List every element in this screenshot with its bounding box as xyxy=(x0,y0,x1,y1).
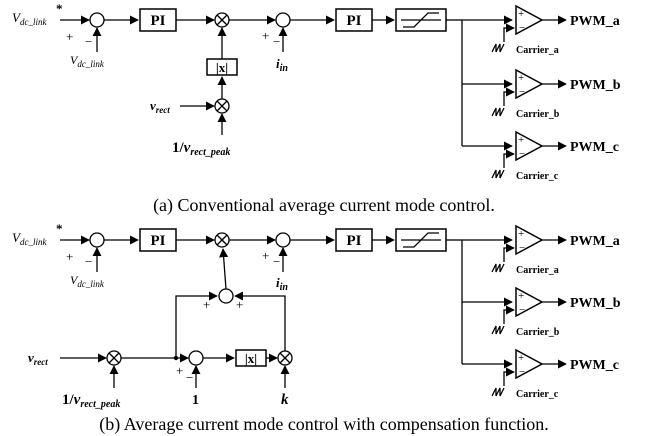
comparator-stages: +−PWM_aCarrier_a+−PWM_bCarrier_b+−PWM_cC… xyxy=(446,4,621,400)
comparator-plus-sign: + xyxy=(518,352,524,364)
carrier-sawtooth-icon xyxy=(491,263,505,273)
comparator-minus-sign: − xyxy=(519,304,525,316)
carrier-label: Carrier_a xyxy=(516,265,559,276)
carrier-sawtooth-icon xyxy=(491,107,505,117)
sign-plus: + xyxy=(236,297,243,312)
sign-plus: + xyxy=(262,28,269,43)
v-rect-label: vrect xyxy=(150,98,170,115)
carrier-sawtooth-icon xyxy=(491,325,505,335)
carrier-label: Carrier_c xyxy=(516,171,559,182)
vdc-link-feedback-label: Vdc_link xyxy=(70,53,105,69)
pwm-output-label: PWM_a xyxy=(570,14,620,29)
pwm-output-label: PWM_b xyxy=(570,296,621,311)
comparator-minus-sign: − xyxy=(519,86,525,98)
comparator xyxy=(515,4,544,36)
comparator-plus-sign: + xyxy=(518,290,524,302)
multiplier-k xyxy=(277,350,293,366)
pwm-output-label: PWM_b xyxy=(570,78,621,93)
carrier-label: Carrier_a xyxy=(516,45,559,56)
vdc-link-ref-label: Vdc_link xyxy=(12,10,47,27)
inv-rect-peak-label: 1/vrect_peak xyxy=(172,140,230,158)
i-in-label: iin xyxy=(276,56,288,74)
comparator xyxy=(515,348,544,380)
sign-minus: − xyxy=(85,34,92,49)
diagram-a: Vdc_link * + − Vdc_link PI |x| vrect 1/v… xyxy=(12,1,447,158)
comparator xyxy=(515,130,544,162)
comparator-minus-sign: − xyxy=(519,366,525,378)
v-rect-label: vrect xyxy=(28,350,48,367)
caption-a: (a) Conventional average current mode co… xyxy=(153,195,495,216)
comparator xyxy=(515,68,544,100)
sign-plus: + xyxy=(66,29,73,44)
constant-one-label: 1 xyxy=(192,393,199,408)
carrier-sawtooth-icon xyxy=(491,387,505,397)
compensation-summing-junction xyxy=(218,288,234,304)
comparator-minus-sign: − xyxy=(519,148,525,160)
sign-plus: + xyxy=(203,297,210,312)
carrier-sawtooth-icon xyxy=(491,43,505,53)
sign-minus: − xyxy=(273,254,280,269)
carrier-label: Carrier_b xyxy=(516,109,560,120)
comparator xyxy=(515,286,544,318)
abs-label: |x| xyxy=(216,60,228,75)
comparator-plus-sign: + xyxy=(518,228,524,240)
pwm-output-label: PWM_c xyxy=(570,358,619,373)
comparator-plus-sign: + xyxy=(518,134,524,146)
pi-label: PI xyxy=(151,233,166,249)
sign-minus: − xyxy=(273,34,280,49)
comparator-minus-sign: − xyxy=(519,242,525,254)
pi-label: PI xyxy=(151,13,166,29)
k-gain-label: k xyxy=(281,392,289,408)
i-in-label: iin xyxy=(276,275,288,293)
pi-label: PI xyxy=(347,13,362,29)
summing-junction-current xyxy=(275,12,291,28)
sign-plus: + xyxy=(66,249,73,264)
pi-label: PI xyxy=(347,233,362,249)
pwm-output-label: PWM_c xyxy=(570,140,619,155)
caption-b: (b) Average current mode control with co… xyxy=(99,414,549,435)
summing-junction-offset xyxy=(188,350,204,366)
sign-plus: + xyxy=(176,363,183,378)
diagram-b: Vdc_link * + − Vdc_link PI + + vrect 1/v… xyxy=(12,221,447,410)
comparator-minus-sign: − xyxy=(519,22,525,34)
abs-label: |x| xyxy=(245,351,257,366)
comparator xyxy=(515,224,544,256)
carrier-label: Carrier_b xyxy=(516,327,560,338)
pwm-output-label: PWM_a xyxy=(570,234,620,249)
ref-star-sup: * xyxy=(56,221,63,236)
summing-junction-current xyxy=(275,232,291,248)
junction-node xyxy=(173,355,179,361)
comparator-plus-sign: + xyxy=(518,8,524,20)
vdc-link-ref-label: Vdc_link xyxy=(12,230,47,247)
sign-minus: − xyxy=(85,254,92,269)
carrier-label: Carrier_c xyxy=(516,389,559,400)
sign-minus: − xyxy=(186,370,193,385)
carrier-sawtooth-icon xyxy=(491,169,505,179)
sign-plus: + xyxy=(262,248,269,263)
summing-junction-voltage xyxy=(89,12,105,28)
ref-star-sup: * xyxy=(56,1,63,16)
comparator-plus-sign: + xyxy=(518,72,524,84)
summing-junction-voltage xyxy=(89,232,105,248)
vdc-link-feedback-label: Vdc_link xyxy=(70,273,105,289)
inv-rect-peak-label: 1/vrect_peak xyxy=(62,392,120,410)
